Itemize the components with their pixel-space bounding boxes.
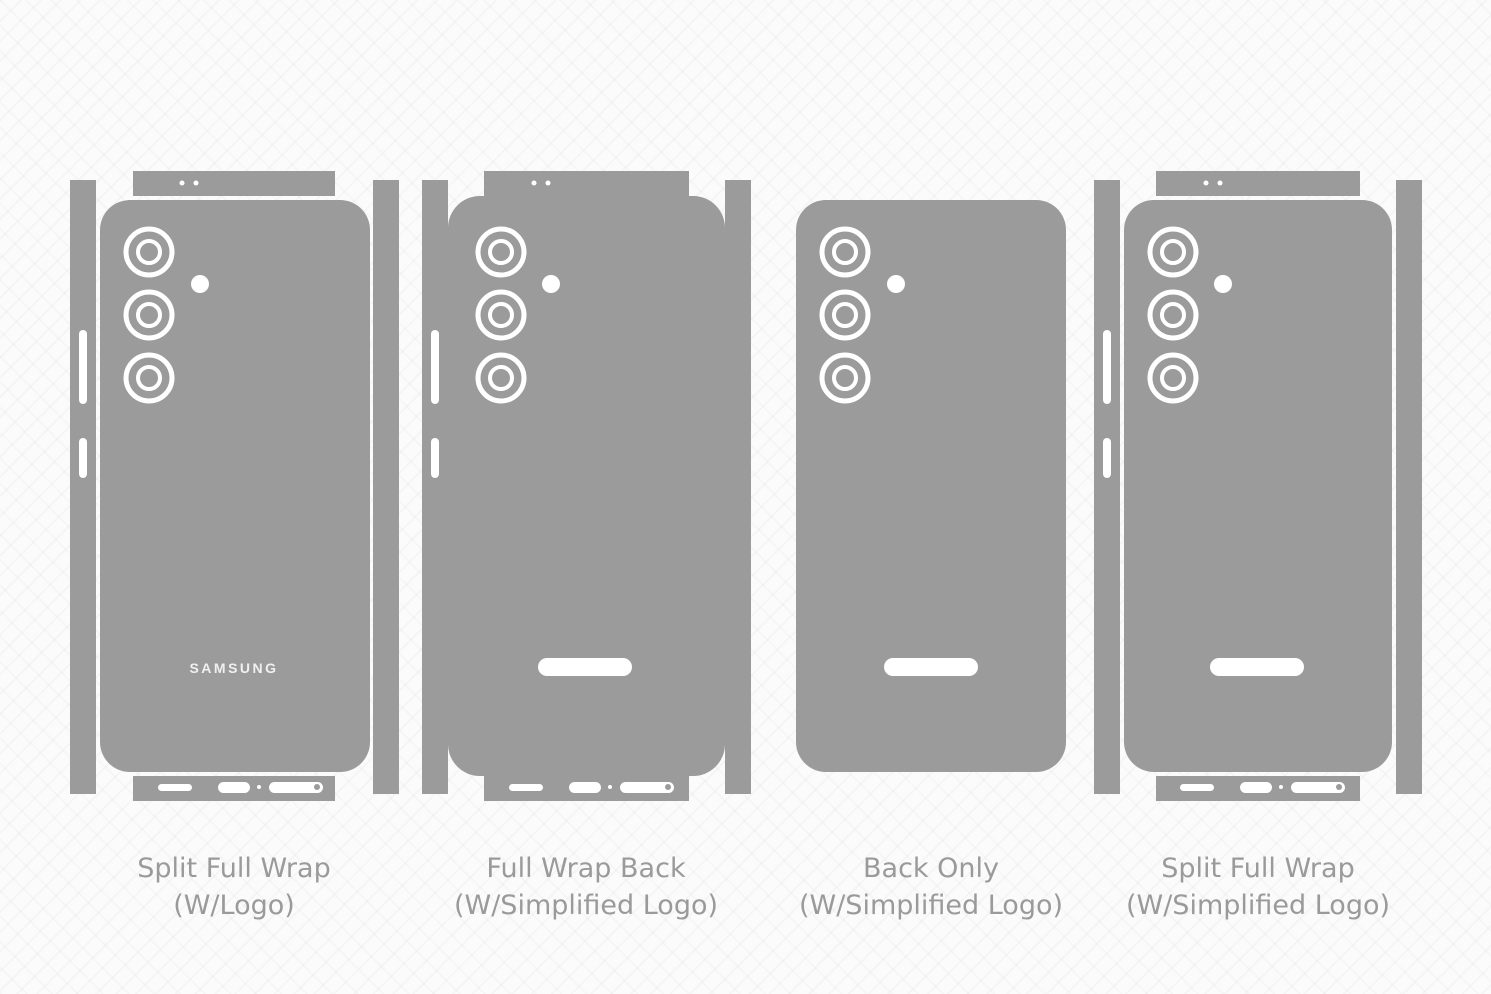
simplified-logo-cutout xyxy=(884,658,978,676)
top-mic-hole xyxy=(1217,180,1223,186)
camera-lens-cutout xyxy=(475,289,527,341)
caption-subtitle: (W/Simplified Logo) xyxy=(453,890,719,921)
camera-lens-cutout xyxy=(1147,352,1199,404)
caption-subtitle: (W/Simplified Logo) xyxy=(798,890,1064,921)
speaker-grille-cutout xyxy=(509,784,543,791)
simplified-logo-cutout xyxy=(538,658,632,676)
speaker-grille-cutout xyxy=(1180,784,1214,791)
camera-lens-cutout xyxy=(136,365,162,391)
flash-cutout xyxy=(542,275,560,293)
camera-lens-cutout xyxy=(1160,302,1186,328)
flash-cutout xyxy=(887,275,905,293)
camera-lens-cutout xyxy=(488,239,514,265)
power-button-cutout xyxy=(79,438,87,478)
mic-hole xyxy=(257,785,261,789)
power-button-cutout xyxy=(431,438,439,478)
usb-port-detail xyxy=(665,784,671,790)
usb-port-cutout xyxy=(269,782,323,793)
power-button-cutout xyxy=(1103,438,1111,478)
camera-lens-cutout xyxy=(136,302,162,328)
camera-lens-cutout xyxy=(488,302,514,328)
caption-full-wrap-back: Full Wrap Back (W/Simplified Logo) xyxy=(406,850,766,924)
camera-lens-cutout xyxy=(819,352,871,404)
panel-full-wrap-back xyxy=(422,171,751,801)
camera-lens-cutout xyxy=(819,289,871,341)
back-panel xyxy=(448,196,725,776)
camera-lens-cutout xyxy=(123,289,175,341)
mic-cutout xyxy=(218,782,250,793)
camera-lens-cutout xyxy=(832,365,858,391)
right-side-strip xyxy=(725,180,751,794)
left-side-strip xyxy=(422,180,448,794)
panel-split-full-wrap-simplified xyxy=(1094,171,1422,801)
caption-subtitle: (W/Simplified Logo) xyxy=(1125,890,1391,921)
mic-hole xyxy=(608,785,612,789)
camera-lens-cutout xyxy=(136,239,162,265)
speaker-grille-cutout xyxy=(158,784,192,791)
volume-button-cutout xyxy=(79,330,87,404)
top-mic-hole xyxy=(179,180,185,186)
back-panel xyxy=(100,200,370,772)
camera-lens-cutout xyxy=(488,365,514,391)
usb-port-cutout xyxy=(1291,782,1345,793)
caption-title: Full Wrap Back xyxy=(486,853,686,884)
caption-title: Split Full Wrap xyxy=(1161,853,1355,884)
camera-lens-cutout xyxy=(1147,226,1199,278)
top-mic-hole xyxy=(531,180,537,186)
camera-lens-cutout xyxy=(832,239,858,265)
caption-split-full-wrap-simplified: Split Full Wrap (W/Simplified Logo) xyxy=(1078,850,1438,924)
camera-lens-cutout xyxy=(123,352,175,404)
caption-split-full-wrap-logo: Split Full Wrap (W/Logo) xyxy=(54,850,414,924)
usb-port-detail xyxy=(1336,784,1342,790)
usb-port-cutout xyxy=(620,782,674,793)
camera-lens-cutout xyxy=(475,352,527,404)
samsung-logo: SAMSUNG xyxy=(189,660,278,676)
camera-lens-cutout xyxy=(1160,365,1186,391)
top-mic-hole xyxy=(193,180,199,186)
simplified-logo-cutout xyxy=(1210,658,1304,676)
panel-split-full-wrap-logo: SAMSUNG xyxy=(70,171,399,801)
volume-button-cutout xyxy=(431,330,439,404)
camera-lens-cutout xyxy=(123,226,175,278)
back-panel xyxy=(796,200,1066,772)
caption-back-only: Back Only (W/Simplified Logo) xyxy=(751,850,1111,924)
camera-lens-cutout xyxy=(832,302,858,328)
caption-title: Back Only xyxy=(863,853,999,884)
left-side-strip xyxy=(70,180,96,794)
left-side-strip xyxy=(1094,180,1120,794)
top-mic-hole xyxy=(545,180,551,186)
top-mic-hole xyxy=(1203,180,1209,186)
camera-lens-cutout xyxy=(1147,289,1199,341)
back-panel xyxy=(1124,200,1392,772)
top-edge-strip xyxy=(1156,171,1360,196)
mic-cutout xyxy=(1240,782,1272,793)
caption-subtitle: (W/Logo) xyxy=(173,890,295,921)
volume-button-cutout xyxy=(1103,330,1111,404)
caption-title: Split Full Wrap xyxy=(137,853,331,884)
flash-cutout xyxy=(1214,275,1232,293)
usb-port-detail xyxy=(314,784,320,790)
top-edge-strip xyxy=(133,171,335,196)
panel-back-only xyxy=(796,200,1066,772)
right-side-strip xyxy=(373,180,399,794)
camera-lens-cutout xyxy=(1160,239,1186,265)
mic-hole xyxy=(1279,785,1283,789)
flash-cutout xyxy=(191,275,209,293)
mic-cutout xyxy=(569,782,601,793)
camera-lens-cutout xyxy=(819,226,871,278)
right-side-strip xyxy=(1396,180,1422,794)
camera-lens-cutout xyxy=(475,226,527,278)
